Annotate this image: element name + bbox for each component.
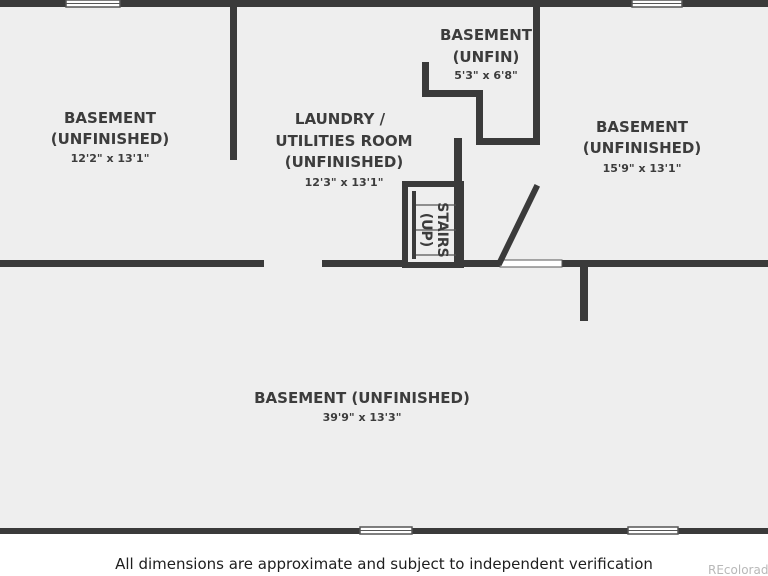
door-opening [499, 259, 563, 268]
floor-area [0, 4, 768, 532]
room-name: (UNFINISHED) [583, 139, 701, 157]
stairs: STAIRS (UP) [402, 181, 464, 268]
wall-horizontal-stairs [458, 260, 500, 267]
room-dimensions: 15'9" x 13'1" [603, 162, 682, 175]
wall-stub-lower-right [580, 264, 588, 321]
wall-horizontal-right [562, 260, 768, 267]
room-label-basement-small: BASEMENT (UNFIN) 5'3" x 6'8" [440, 26, 533, 82]
room-dimensions: 5'3" x 6'8" [454, 69, 518, 82]
room-label-basement-bottom: BASEMENT (UNFINISHED) 39'9" x 13'3" [254, 389, 470, 424]
room-name: BASEMENT [596, 118, 689, 136]
room-label-basement-left: BASEMENT (UNFINISHED) 12'2" x 13'1" [51, 109, 169, 165]
wall-horizontal-middle [322, 260, 406, 267]
wall-left-room-divider [230, 5, 237, 160]
window-top-right [631, 0, 683, 8]
room-name: LAUNDRY / [295, 110, 386, 128]
stairs-label-line1: STAIRS [434, 202, 450, 257]
room-name: (UNFINISHED) [285, 153, 403, 171]
exterior-wall-top [0, 0, 768, 7]
brand-watermark: REcolorado [708, 563, 768, 576]
wall-small-room-left-stub [422, 62, 429, 97]
room-label-laundry: LAUNDRY / UTILITIES ROOM (UNFINISHED) 12… [275, 110, 412, 189]
floor-plan: STAIRS (UP) BASEMENT (UNFINISHED) 12'2" … [0, 0, 768, 535]
disclaimer-text: All dimensions are approximate and subje… [115, 555, 653, 573]
window-bottom-right [627, 526, 679, 535]
window-top-left [65, 0, 121, 8]
room-label-basement-right: BASEMENT (UNFINISHED) 15'9" x 13'1" [583, 118, 701, 175]
room-name: (UNFIN) [453, 48, 520, 66]
room-dimensions: 12'3" x 13'1" [305, 176, 384, 189]
wall-horizontal-left [0, 260, 264, 267]
window-bottom-left [359, 526, 413, 535]
stairs-label-line2: (UP) [418, 213, 434, 247]
room-name: UTILITIES ROOM [275, 132, 412, 150]
room-name: BASEMENT [440, 26, 533, 44]
door-swing [495, 183, 541, 267]
wall-small-room-right [533, 5, 540, 145]
room-dimensions: 12'2" x 13'1" [71, 152, 150, 165]
room-name: BASEMENT (UNFINISHED) [254, 389, 470, 407]
room-dimensions: 39'9" x 13'3" [323, 411, 402, 424]
room-name: (UNFINISHED) [51, 130, 169, 148]
wall-small-room-inner-ledge [422, 90, 483, 97]
wall-small-room-inner-step [476, 90, 483, 145]
wall-small-room-bottom [476, 138, 540, 145]
room-name: BASEMENT [64, 109, 157, 127]
